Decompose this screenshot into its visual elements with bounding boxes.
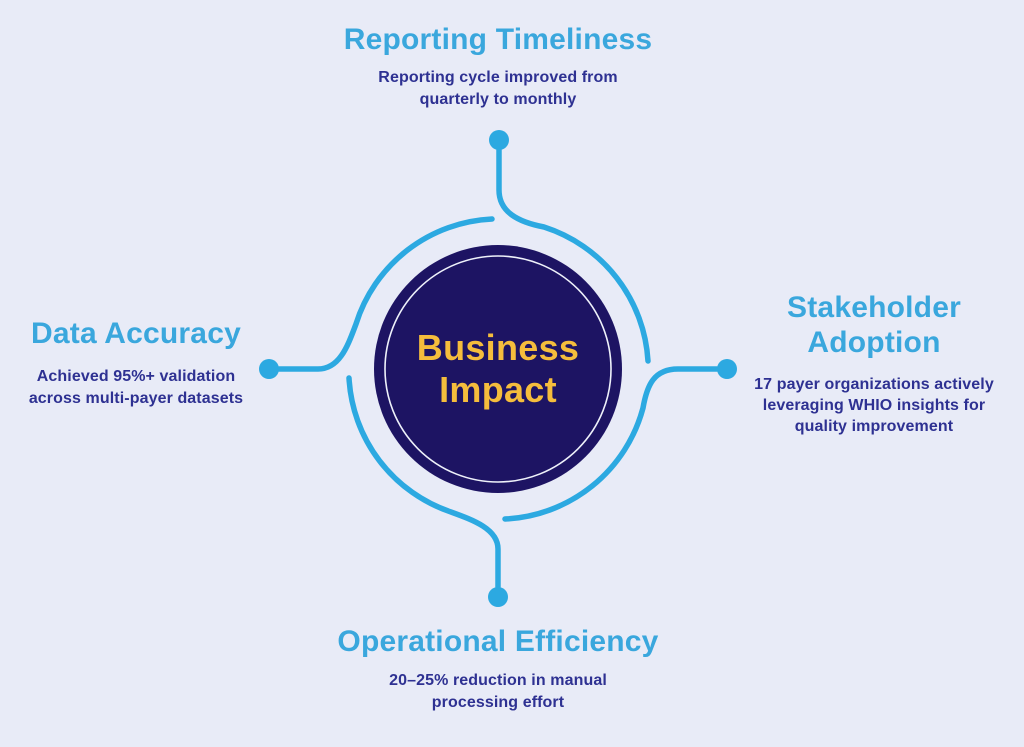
section-title: Data Accuracy: [31, 317, 241, 350]
hub-inner-ring: [384, 255, 612, 483]
section-subtitle: Achieved 95%+ validation across multi-pa…: [5, 366, 267, 408]
section-title: Stakeholder Adoption: [740, 290, 1008, 361]
subtitle-line: 20–25% reduction in manual: [389, 672, 607, 690]
section-title: Operational Efficiency: [337, 625, 659, 658]
hub-title-line-1: Business: [416, 326, 580, 368]
dot-bottom: [488, 587, 508, 607]
subtitle-line: quarterly to monthly: [419, 90, 577, 108]
dot-right: [717, 359, 737, 379]
connector-bottom: [346, 375, 501, 590]
section-operational-efficiency: Operational Efficiency 20–25% reduction …: [298, 624, 698, 713]
subtitle-line: Reporting cycle improved from: [378, 69, 618, 87]
connector-top: [496, 147, 651, 364]
section-subtitle: Reporting cycle improved from quarterly …: [248, 67, 748, 109]
hub-label: Business Impact: [374, 245, 622, 493]
connector-left: [276, 216, 495, 372]
section-subtitle: 20–25% reduction in manual processing ef…: [298, 670, 698, 712]
section-stakeholder-adoption: Stakeholder Adoption 17 payer organizati…: [740, 290, 1008, 437]
subtitle-line: Achieved 95%+ validation: [36, 368, 236, 386]
hub-title-line-2: Impact: [439, 369, 557, 410]
subtitle-line: quality improvement: [794, 418, 954, 435]
section-subtitle: 17 payer organizations actively leveragi…: [740, 374, 1008, 437]
section-data-accuracy: Data Accuracy Achieved 95%+ validation a…: [5, 316, 267, 409]
connector-right: [502, 366, 720, 522]
subtitle-line: 17 payer organizations actively: [754, 375, 994, 393]
subtitle-line: across multi-payer datasets: [28, 389, 244, 407]
section-reporting-timeliness: Reporting Timeliness Reporting cycle imp…: [248, 22, 748, 110]
section-title: Reporting Timeliness: [343, 23, 653, 56]
subtitle-line: leveraging WHIO insights for: [762, 396, 986, 414]
subtitle-line: processing effort: [431, 693, 565, 711]
dot-top: [489, 130, 509, 150]
section-title-line: Adoption: [807, 326, 941, 360]
section-title-line: Stakeholder: [787, 291, 961, 324]
hub-circle: [374, 245, 622, 493]
dot-left: [259, 359, 279, 379]
